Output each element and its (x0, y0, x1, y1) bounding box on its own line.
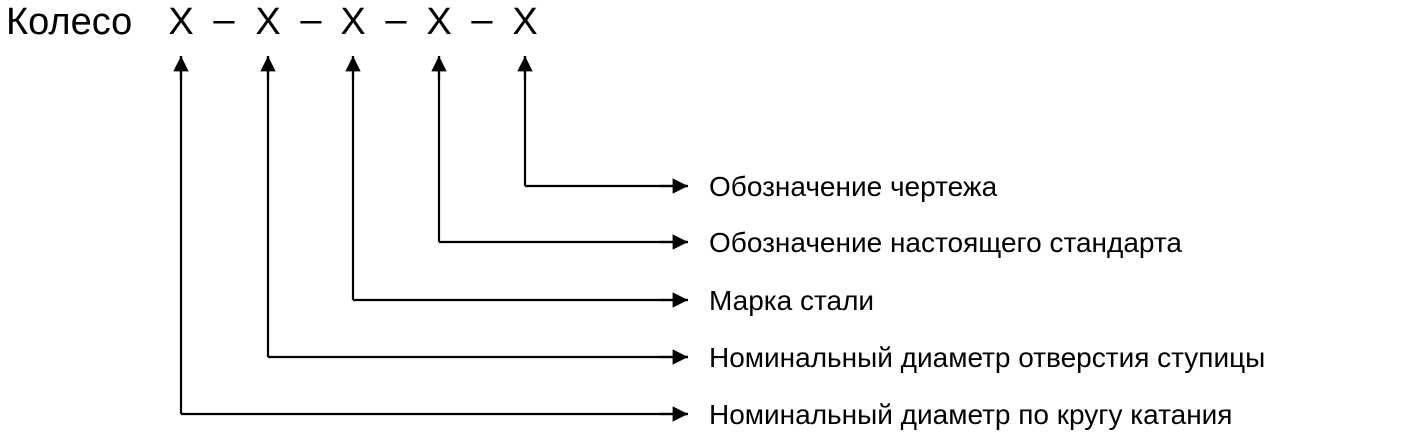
label-drawing-designation: Обозначение чертежа (709, 171, 998, 202)
label-steel-grade: Марка стали (709, 285, 874, 316)
connector-standard-designation (437, 56, 688, 244)
placeholder-4: X (426, 1, 451, 43)
label-hub-bore-diameter: Номинальный диаметр отверстия ступицы (709, 342, 1265, 373)
connector-hub-bore-diameter (266, 56, 688, 359)
label-standard-designation: Обозначение настоящего стандарта (709, 227, 1182, 258)
separator-3: – (385, 0, 407, 41)
placeholder-1: X (168, 1, 193, 43)
label-rolling-circle-diameter: Номинальный диаметр по кругу катания (709, 399, 1232, 430)
placeholder-3: X (340, 1, 365, 43)
separator-2: – (300, 0, 322, 41)
placeholder-2: X (255, 1, 280, 43)
connector-steel-grade (351, 56, 688, 302)
separator-1: – (213, 0, 235, 41)
connector-drawing-designation (523, 56, 688, 188)
separator-4: – (471, 0, 493, 41)
connector-rolling-circle-diameter (179, 56, 688, 416)
designation-prefix: Колесо (6, 1, 132, 43)
placeholder-5: X (512, 1, 537, 43)
